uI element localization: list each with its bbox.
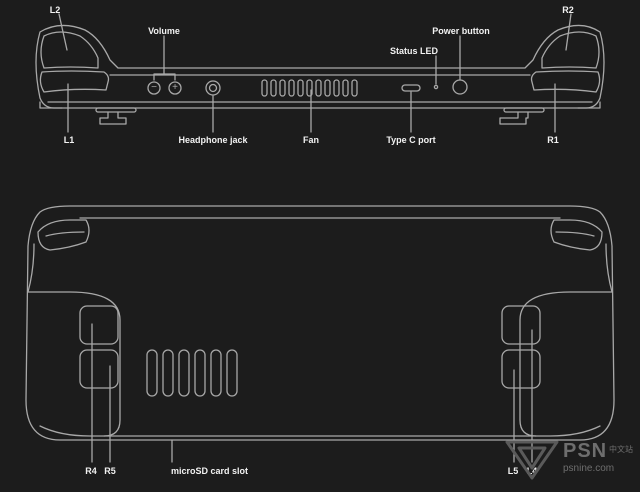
label-headphone-jack: Headphone jack xyxy=(178,135,248,145)
l4-paddle xyxy=(501,305,541,345)
label-l2: L2 xyxy=(49,5,61,15)
back-view-device xyxy=(25,205,615,441)
r1-bumper xyxy=(530,70,601,93)
volume-up-button xyxy=(168,81,182,95)
watermark-url: psnine.com xyxy=(563,463,615,474)
status-led xyxy=(433,84,439,90)
label-fan: Fan xyxy=(302,135,320,145)
label-microsd-card-slot: microSD card slot xyxy=(171,466,249,476)
type-c-port xyxy=(401,84,421,92)
fan-vents xyxy=(261,79,358,97)
right-stick-foot xyxy=(503,107,545,113)
watermark-brand: PSN xyxy=(563,440,608,462)
top-leader-lines xyxy=(58,13,572,133)
psnine-logo-icon xyxy=(505,440,559,480)
top-view-device xyxy=(35,24,605,125)
label-l4: L4 xyxy=(526,466,538,476)
watermark-chinese: 中文站 xyxy=(609,445,633,454)
label-type-c-port: Type C port xyxy=(386,135,436,145)
r5-paddle xyxy=(79,349,119,389)
back-vents xyxy=(146,349,238,397)
label-l5: L5 xyxy=(507,466,519,476)
back-leader-lines xyxy=(91,323,533,463)
l2-trigger xyxy=(40,31,99,69)
psnine-watermark: PSN 中文站 psnine.com xyxy=(505,440,639,480)
label-r1: R1 xyxy=(547,135,559,145)
left-stick-foot xyxy=(95,107,137,113)
l1-bumper xyxy=(39,70,110,93)
label-r4: R4 xyxy=(85,466,97,476)
l5-paddle xyxy=(501,349,541,389)
label-power-button: Power button xyxy=(432,26,490,36)
volume-plus-icon: + xyxy=(172,82,178,93)
label-l1: L1 xyxy=(63,135,75,145)
r2-trigger xyxy=(541,31,600,69)
headphone-jack xyxy=(205,80,221,96)
label-status-led: Status LED xyxy=(389,46,439,56)
label-r2: R2 xyxy=(562,5,574,15)
label-volume: Volume xyxy=(148,26,180,36)
label-r5: R5 xyxy=(104,466,116,476)
power-button xyxy=(452,79,468,95)
volume-minus-icon: − xyxy=(151,82,157,93)
r4-paddle xyxy=(79,305,119,345)
volume-down-button xyxy=(147,81,161,95)
